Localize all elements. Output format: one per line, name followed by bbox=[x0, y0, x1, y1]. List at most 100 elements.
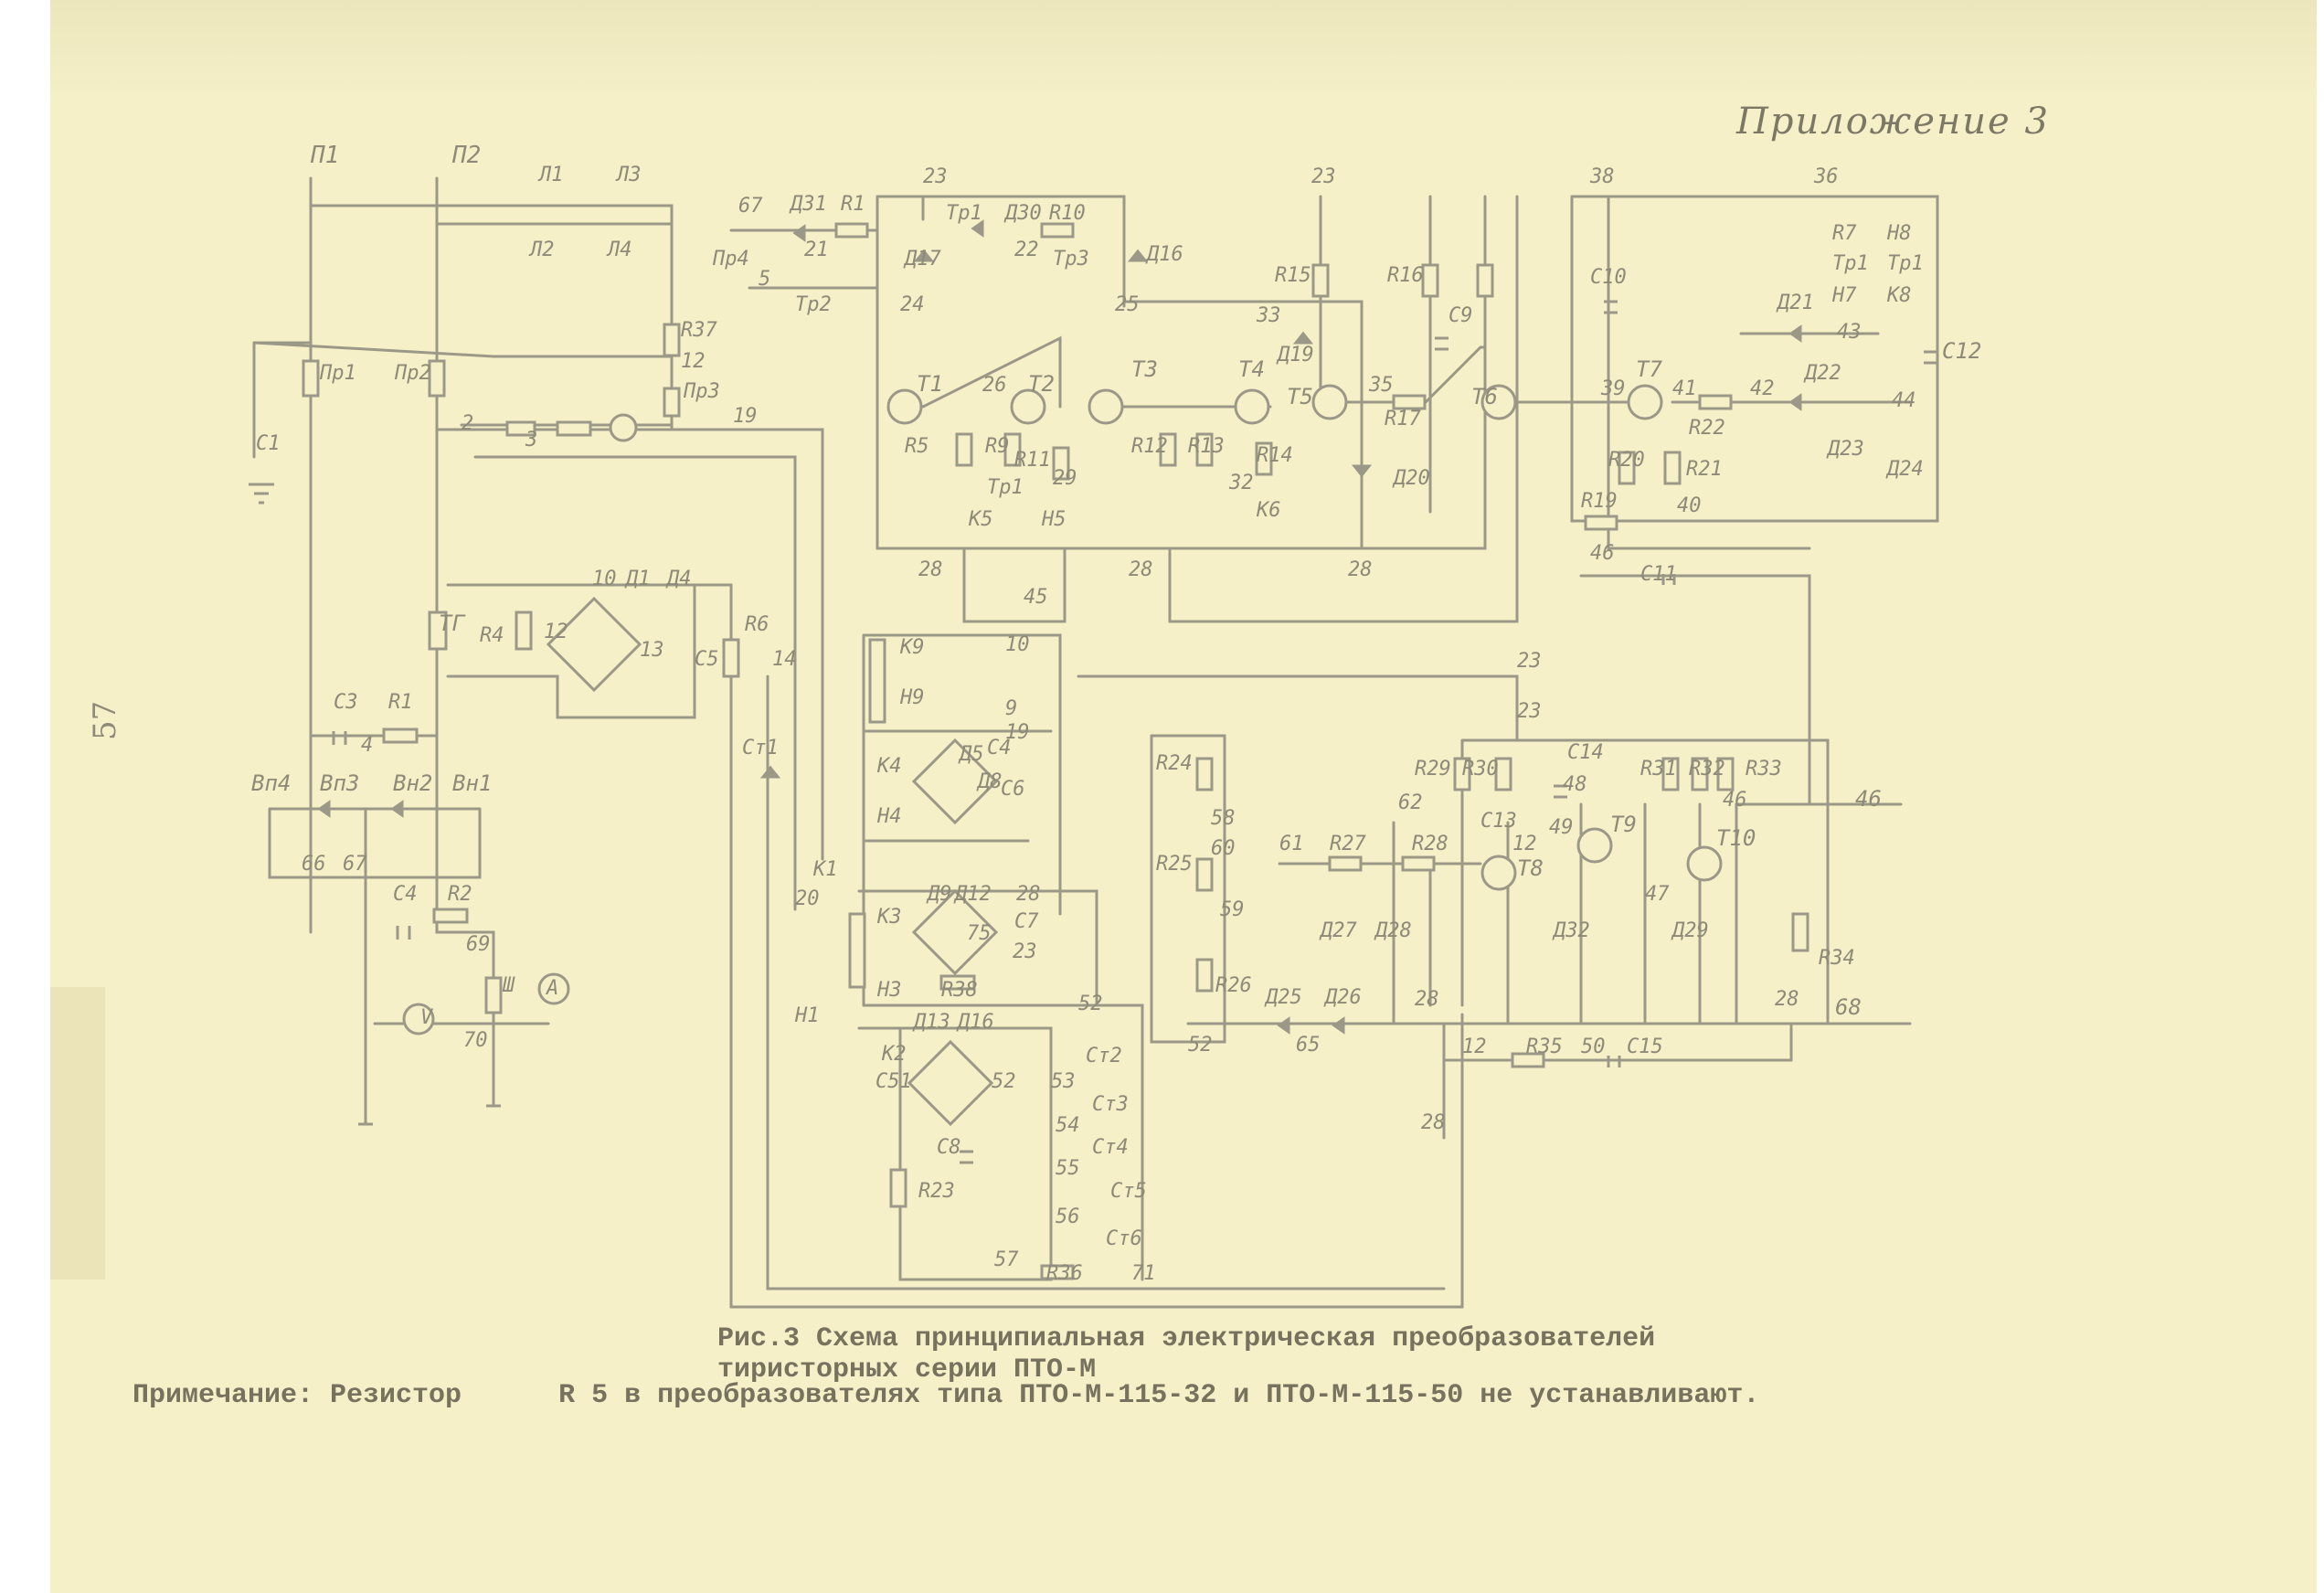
component-label: R19 bbox=[1581, 490, 1618, 513]
component-label: R10 bbox=[1049, 202, 1086, 225]
component-label: 67 bbox=[738, 195, 763, 218]
component-label: 70 bbox=[463, 1029, 488, 1052]
component-label: R25 bbox=[1156, 853, 1193, 876]
component-label: 69 bbox=[466, 933, 491, 956]
component-label: 36 bbox=[1813, 165, 1839, 188]
component-label: Т8 bbox=[1517, 855, 1544, 881]
component-label: Н7 bbox=[1831, 284, 1857, 307]
component-label: Л4 bbox=[606, 239, 632, 261]
component-label: 23 bbox=[1517, 700, 1542, 723]
component-label: Ст1 bbox=[742, 737, 779, 759]
component-label: С10 bbox=[1590, 266, 1627, 289]
component-label: С4 bbox=[393, 883, 418, 906]
component-label: 53 bbox=[1051, 1070, 1076, 1093]
component-label: Д24 bbox=[1885, 458, 1924, 481]
component-label: 54 bbox=[1056, 1114, 1080, 1137]
component-label: Пр4 bbox=[712, 248, 749, 271]
component-label: 14 bbox=[772, 648, 797, 671]
component-label: 12 bbox=[1512, 833, 1537, 855]
component-label: Ст5 bbox=[1110, 1180, 1147, 1203]
component-label: 10 bbox=[592, 568, 617, 590]
component-label: С14 bbox=[1567, 741, 1604, 764]
component-label: 38 bbox=[1589, 165, 1615, 188]
component-label: Д27 bbox=[1319, 919, 1357, 942]
component-label: 28 bbox=[1421, 1111, 1446, 1134]
caption-line-1: Рис.3 Схема принципиальная электрическая… bbox=[717, 1323, 1656, 1354]
component-label: 35 bbox=[1368, 374, 1394, 397]
component-label: 45 bbox=[1024, 586, 1048, 609]
component-label: R2 bbox=[448, 883, 472, 906]
component-label: Д32 bbox=[1552, 919, 1590, 942]
component-label: С7 bbox=[1014, 910, 1039, 933]
component-label: 50 bbox=[1581, 1035, 1606, 1058]
component-label: Тр1 bbox=[946, 202, 982, 225]
component-label: Д23 bbox=[1826, 438, 1864, 461]
note-prefix: Примечание: Резистор bbox=[133, 1380, 462, 1411]
component-label: R30 bbox=[1462, 758, 1499, 781]
component-label: Д28 bbox=[1374, 919, 1412, 942]
component-label: Ст4 bbox=[1092, 1136, 1129, 1159]
component-label: R5 bbox=[905, 435, 929, 458]
component-label: V bbox=[420, 1006, 434, 1029]
component-label: Д13 bbox=[912, 1011, 950, 1034]
component-label: Д17 bbox=[903, 248, 941, 271]
component-label: 60 bbox=[1211, 837, 1236, 860]
component-label: ТГ bbox=[439, 611, 466, 636]
components bbox=[302, 222, 1809, 1280]
component-label: Пр1 bbox=[319, 362, 356, 385]
component-label: П2 bbox=[451, 142, 481, 169]
component-label: R29 bbox=[1415, 758, 1451, 781]
component-label: R9 bbox=[985, 435, 1010, 458]
component-label: 57 bbox=[994, 1248, 1019, 1271]
paper-fold-shadow bbox=[50, 0, 2317, 101]
component-label: Т1 bbox=[917, 371, 943, 397]
component-label: 4 bbox=[361, 734, 373, 757]
component-label: Т4 bbox=[1238, 356, 1265, 382]
component-label: 71 bbox=[1131, 1262, 1156, 1285]
component-label: 66 bbox=[302, 853, 326, 876]
paper-sheet bbox=[50, 0, 2317, 1593]
component-label: Д25 bbox=[1264, 986, 1302, 1009]
component-label: 28 bbox=[1129, 558, 1153, 581]
component-label: 39 bbox=[1600, 377, 1626, 400]
component-label: Пр2 bbox=[394, 362, 431, 385]
component-label: Л3 bbox=[615, 164, 642, 186]
component-label: R1 bbox=[388, 691, 413, 714]
component-label: 40 bbox=[1677, 494, 1702, 517]
component-label: 23 bbox=[1013, 940, 1037, 963]
component-label: 20 bbox=[795, 887, 820, 910]
component-label: R21 bbox=[1686, 458, 1723, 481]
component-label: Ст6 bbox=[1106, 1227, 1142, 1250]
component-label: R4 bbox=[480, 624, 504, 647]
component-label: К3 bbox=[876, 906, 902, 929]
component-label: Д21 bbox=[1776, 292, 1814, 314]
component-label: 42 bbox=[1750, 377, 1775, 400]
component-label: С4 bbox=[987, 737, 1012, 759]
component-label: R36 bbox=[1046, 1262, 1083, 1285]
component-label: С12 bbox=[1942, 338, 1981, 364]
component-label: Д16 bbox=[956, 1011, 994, 1034]
component-label: 28 bbox=[1016, 883, 1041, 906]
component-label: Н3 bbox=[876, 979, 902, 1002]
component-label: R31 bbox=[1640, 758, 1677, 781]
component-label: Л1 bbox=[537, 164, 564, 186]
component-label: 59 bbox=[1220, 898, 1245, 921]
component-label: 33 bbox=[1256, 304, 1281, 327]
component-label: 52 bbox=[992, 1070, 1016, 1093]
component-label: 2 bbox=[462, 412, 473, 435]
component-label: 68 bbox=[1835, 994, 1862, 1020]
component-label: 65 bbox=[1296, 1034, 1321, 1057]
component-label: Тр1 bbox=[987, 476, 1024, 499]
footnote: Примечание: Резистор R 5 в преобразовате… bbox=[133, 1380, 1759, 1411]
component-label: С6 bbox=[1001, 778, 1025, 801]
component-label: 48 bbox=[1563, 773, 1587, 796]
component-label: Д29 bbox=[1671, 919, 1709, 942]
component-label: Д12 bbox=[953, 883, 992, 906]
component-label: Н9 bbox=[899, 686, 925, 709]
component-label: Л2 bbox=[528, 239, 555, 261]
component-label: 32 bbox=[1228, 472, 1254, 494]
component-label: Ст2 bbox=[1086, 1045, 1122, 1067]
note-resistor: R 5 bbox=[558, 1380, 609, 1411]
